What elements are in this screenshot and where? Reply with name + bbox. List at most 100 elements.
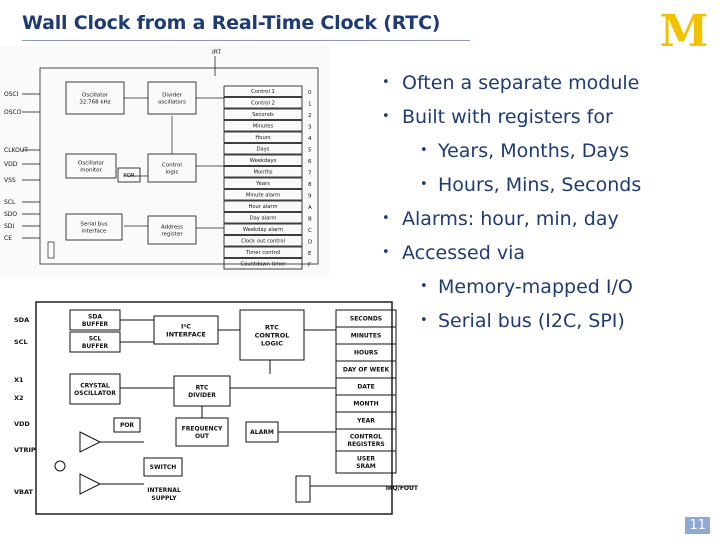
register-address: A (308, 205, 312, 211)
register-row-label: SRAM (356, 463, 376, 470)
register-row-label: Weekday alarm (243, 227, 283, 233)
register-row-label: Day alarm (250, 216, 277, 222)
address-register-block-label: register (161, 231, 183, 237)
register-row-label: REGISTERS (347, 441, 384, 448)
register-address: E (308, 251, 312, 257)
rtc-divider-block-label: RTC (196, 384, 209, 391)
por-block (117, 167, 141, 183)
scl-buffer-block-label: BUFFER (82, 343, 109, 350)
register-row (223, 85, 303, 97)
pin-label: SDO (4, 211, 17, 218)
register-address: 1 (308, 102, 312, 108)
register-row-label: HOURS (354, 350, 378, 357)
pin-label: SCL (4, 199, 16, 206)
university-logo: M (660, 8, 709, 50)
address-register-block (147, 215, 197, 245)
register-address: 5 (308, 148, 312, 154)
register-row-label: Weekdays (250, 158, 277, 164)
rtc-divider-block-label: DIVIDER (188, 392, 216, 399)
pin-label: SCL (14, 338, 28, 346)
pin-label: X2 (14, 394, 24, 402)
register-row-label: CONTROL (350, 433, 382, 440)
internal-supply-label: SUPPLY (151, 495, 177, 502)
slide-title: Wall Clock from a Real-Time Clock (RTC) (22, 12, 441, 34)
crystal-oscillator-block-label: CRYSTAL (80, 382, 110, 389)
frequency-out-block-label: OUT (195, 433, 210, 440)
register-row (223, 258, 303, 270)
alarm-block-label: ALARM (250, 429, 274, 436)
register-address: 0 (308, 90, 312, 96)
register-row (223, 223, 303, 235)
serial-interface-block (65, 213, 123, 241)
register-row-label: USER (357, 455, 375, 462)
register-row-label: Hour alarm (248, 204, 277, 210)
register-row (223, 246, 303, 258)
register-row (223, 97, 303, 109)
bullet-item: Alarms: hour, min, day (360, 202, 700, 236)
frequency-out-block-label: FREQUENCY (182, 425, 223, 432)
divider-block-label: Divider (162, 92, 182, 98)
pin-label: SDI (4, 223, 14, 230)
register-row (223, 154, 303, 166)
bullet-item: Often a separate module (360, 66, 700, 100)
switch-block-label: SWITCH (150, 464, 177, 471)
bullet-item: Memory-mapped I/O (360, 270, 700, 304)
sda-buffer-block-label: SDA (88, 313, 102, 320)
pin-label: VBAT (14, 488, 34, 496)
register-row-label: Years (255, 181, 270, 187)
pin-label: VTRIP (14, 446, 36, 454)
register-row-label: Hours (255, 135, 270, 141)
register-row-label: Timer control (245, 250, 280, 256)
rtc-control-logic-block-label: LOGIC (261, 339, 283, 347)
register-address: C (308, 228, 312, 234)
pin-label: VDD (14, 420, 30, 428)
pin-label-irq: IRQ/FOUT (386, 485, 419, 492)
register-address: 8 (308, 182, 312, 188)
register-row-label: Minute alarm (246, 193, 280, 199)
register-row (335, 450, 397, 474)
register-address: 9 (308, 194, 312, 200)
i2c-interface-block-label: INTERFACE (166, 330, 206, 338)
pin-label: OSCI (4, 91, 19, 98)
por-block-label: POR (120, 422, 134, 429)
pin-label: CLKOUT (4, 147, 28, 154)
register-address: F (308, 263, 311, 269)
register-address: 3 (308, 125, 312, 131)
register-row (223, 143, 303, 155)
crystal-oscillator-block (69, 373, 121, 405)
crystal-oscillator-block-label: OSCILLATOR (74, 390, 116, 397)
oscillator-block-label: Oscillator (82, 92, 109, 98)
register-row-label: DAY OF WEEK (343, 367, 390, 374)
i2c-interface-block-label: I²C (181, 322, 191, 330)
register-row-label: Control 1 (251, 89, 275, 95)
pin-label: VSS (4, 177, 16, 184)
register-row (223, 212, 303, 224)
oscillator-monitor-block-label: monitor (80, 167, 102, 173)
register-address: B (308, 217, 312, 223)
serial-interface-block-label: interface (82, 228, 107, 234)
oscillator-monitor-block (65, 153, 117, 179)
register-row (223, 131, 303, 143)
title-underline (22, 40, 470, 41)
divider-block-label: oscillators (158, 99, 186, 105)
register-row-label: MONTH (353, 401, 378, 408)
register-row (223, 189, 303, 201)
register-row-label: Months (254, 170, 273, 176)
register-address: 6 (308, 159, 312, 165)
register-row-label: Days (257, 147, 270, 153)
scl-buffer-block-label: SCL (89, 335, 102, 342)
logo-letter: M (660, 8, 709, 50)
register-row-label: Minutes (253, 124, 274, 130)
register-row-label: Clock out control (241, 239, 285, 245)
oscillator-monitor-block-label: Oscillator (78, 160, 105, 166)
rtc-control-logic-block (239, 309, 305, 361)
register-row (223, 166, 303, 178)
register-row-label: YEAR (356, 418, 375, 425)
serial-interface-block-label: Serial bus (80, 221, 107, 227)
register-row (223, 200, 303, 212)
register-address: D (308, 240, 312, 246)
bullet-item: Years, Months, Days (360, 134, 700, 168)
register-address: 4 (308, 136, 312, 142)
pin-label: SDA (14, 316, 29, 324)
